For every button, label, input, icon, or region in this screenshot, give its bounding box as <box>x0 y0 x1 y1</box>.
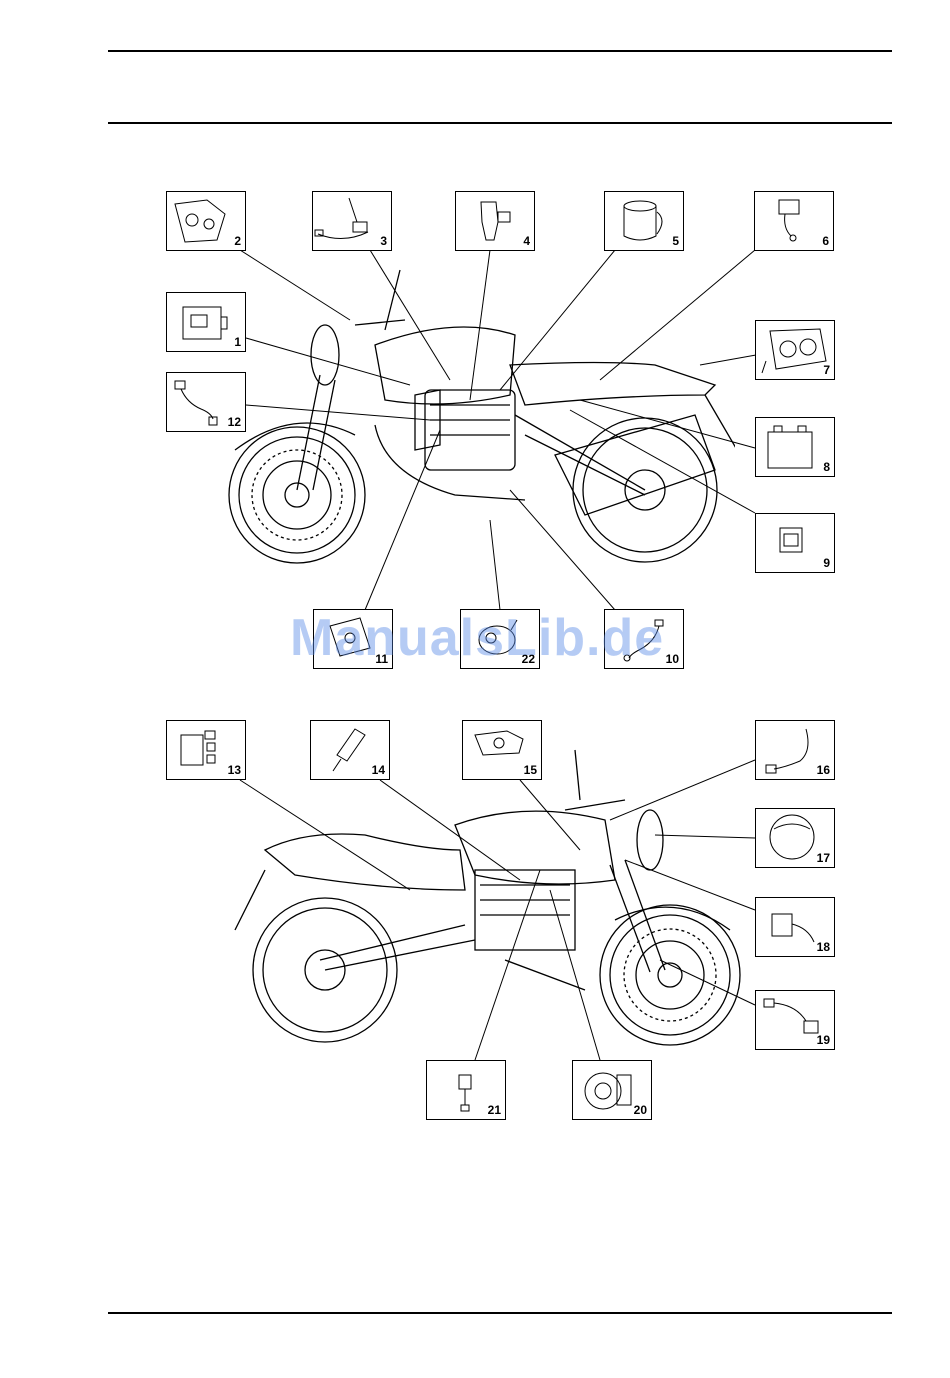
callout-number: 14 <box>372 763 385 777</box>
callout-box-7: 7 <box>755 320 835 380</box>
callout-number: 1 <box>234 335 241 349</box>
callout-number: 6 <box>822 234 829 248</box>
motorcycle-right-side-drawing <box>225 265 735 585</box>
callout-box-3: 3 <box>312 191 392 251</box>
callout-box-17: 17 <box>755 808 835 868</box>
callout-box-14: 14 <box>310 720 390 780</box>
callout-box-4: 4 <box>455 191 535 251</box>
callout-box-21: 21 <box>426 1060 506 1120</box>
watermark-text: ManualsLib.de <box>290 608 664 668</box>
callout-number: 20 <box>634 1103 647 1117</box>
callout-box-8: 8 <box>755 417 835 477</box>
callout-number: 15 <box>524 763 537 777</box>
callout-number: 19 <box>817 1033 830 1047</box>
callout-number: 17 <box>817 851 830 865</box>
callout-number: 9 <box>823 556 830 570</box>
callout-number: 3 <box>380 234 387 248</box>
callout-number: 10 <box>666 652 679 666</box>
callout-box-2: 2 <box>166 191 246 251</box>
callout-box-18: 18 <box>755 897 835 957</box>
callout-number: 2 <box>234 234 241 248</box>
callout-box-15: 15 <box>462 720 542 780</box>
callout-box-9: 9 <box>755 513 835 573</box>
callout-number: 5 <box>672 234 679 248</box>
callout-box-13: 13 <box>166 720 246 780</box>
callout-number: 12 <box>228 415 241 429</box>
callout-box-1: 1 <box>166 292 246 352</box>
callout-box-19: 19 <box>755 990 835 1050</box>
callout-number: 8 <box>823 460 830 474</box>
callout-number: 21 <box>488 1103 501 1117</box>
callout-box-6: 6 <box>754 191 834 251</box>
callout-number: 7 <box>823 363 830 377</box>
callout-box-20: 20 <box>572 1060 652 1120</box>
callout-number: 16 <box>817 763 830 777</box>
callout-box-5: 5 <box>604 191 684 251</box>
callout-box-12: 12 <box>166 372 246 432</box>
callout-number: 4 <box>523 234 530 248</box>
callout-number: 18 <box>817 940 830 954</box>
callout-number: 13 <box>228 763 241 777</box>
callout-box-16: 16 <box>755 720 835 780</box>
motorcycle-left-side-drawing <box>225 740 745 1060</box>
